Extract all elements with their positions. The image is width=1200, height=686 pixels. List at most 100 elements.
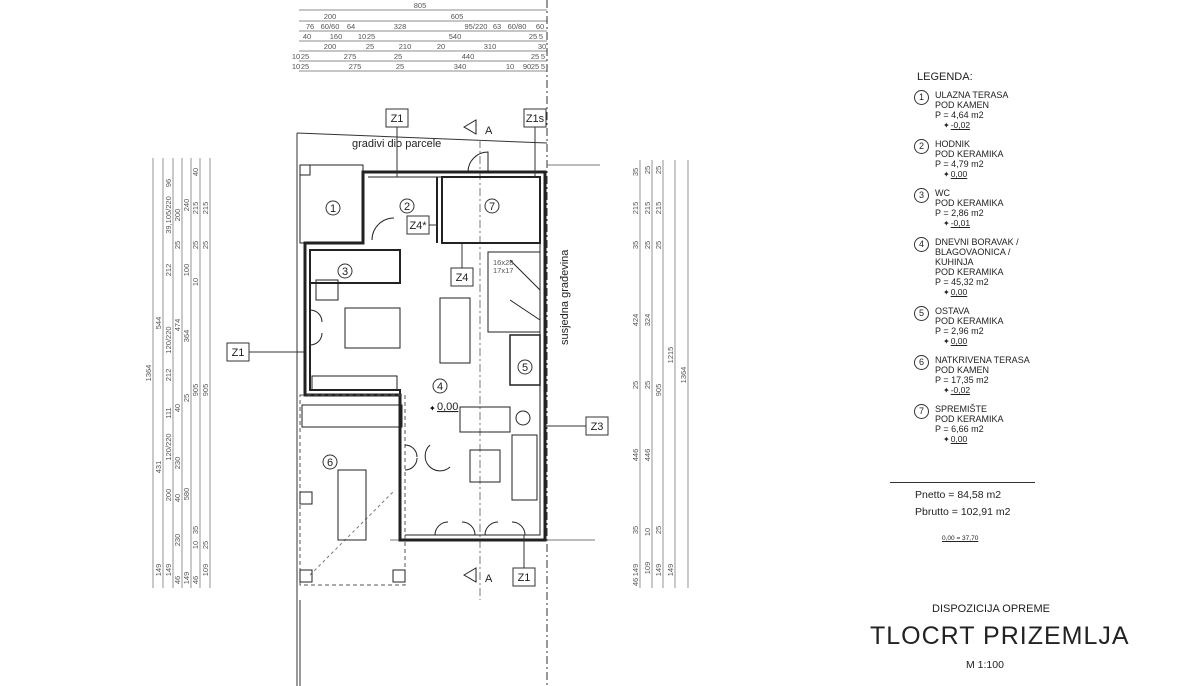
room-name: KUHINJA [935, 257, 974, 267]
dimension-label: 25 [301, 52, 309, 61]
room-number-4: 4 [432, 378, 448, 394]
room-elevation: 0,00 [943, 169, 1105, 180]
room-area: P = 2,96 m2 [935, 326, 984, 336]
section-marker-bottom: A [463, 567, 493, 585]
dimension-label: 10 [191, 541, 200, 549]
room-name: HODNIK [935, 139, 971, 149]
elevation-marker-icon: ✦ [429, 404, 436, 413]
dimension-label: 200 [324, 42, 337, 51]
room-name: NATKRIVENA TERASA [935, 355, 1030, 365]
drawing-title: TLOCRT PRIZEMLJA [870, 622, 1130, 650]
svg-text:Z4: Z4 [456, 272, 469, 284]
dimension-label: 60/60 [321, 22, 340, 31]
svg-text:Z1: Z1 [232, 347, 245, 359]
room-number-2: 2 [399, 198, 415, 214]
room-name: SPREMIŠTE [935, 404, 988, 414]
dimension-label: 120/220 [164, 433, 173, 460]
walls [299, 151, 547, 586]
dimension-label: 25 [643, 381, 652, 389]
room-area: P = 6,66 m2 [935, 424, 984, 434]
dimension-label: 20 [437, 42, 445, 51]
room-number-badge: 2 [914, 139, 929, 154]
dimension-label: 215 [654, 202, 663, 215]
dimension-label: 25 [182, 394, 191, 402]
dimension-label: 111 [164, 407, 173, 418]
dimension-label: 805 [414, 1, 427, 10]
dimension-label: 25 [643, 166, 652, 174]
room-elevation: 0,00 [943, 434, 1105, 445]
dimension-label: 149 [164, 564, 173, 577]
dimension-label: 324 [643, 314, 652, 327]
dimension-label: 340 [454, 62, 467, 71]
room-elevation: -0,02 [943, 120, 1105, 131]
dimension-label: 215 [643, 202, 652, 215]
dimension-label: 440 [462, 52, 475, 61]
dimension-label: 25 [529, 32, 537, 41]
dimension-label: 5 [539, 32, 543, 41]
dimension-label: 905 [201, 384, 210, 397]
dimension-label: 10 [292, 52, 300, 61]
floor-type: POD KERAMIKA [935, 149, 1004, 159]
dimension-label: 25 [396, 62, 404, 71]
dimension-label: 10 [358, 32, 366, 41]
dimension-label: 149 [666, 564, 675, 577]
site-lines [296, 0, 600, 686]
legend-title: LEGENDA: [917, 71, 973, 83]
svg-text:A: A [485, 125, 493, 137]
dimension-label: 109 [643, 562, 652, 575]
section-marker-top: A [463, 119, 493, 137]
dimension-label: 275 [349, 62, 362, 71]
dimension-label: 5 [541, 62, 545, 71]
dimension-label: 212 [164, 264, 173, 277]
dimension-label: 40 [173, 404, 182, 412]
dimension-label: 25 [394, 52, 402, 61]
plan-labels: gradivi dio parcele susjedna građevina 1… [352, 119, 571, 585]
dimension-label: 200 [164, 489, 173, 502]
dimension-label: 39,105/220 [164, 196, 173, 234]
dimension-label: 109 [201, 564, 210, 577]
zone-tag-z1-top: Z1 [385, 108, 409, 177]
room-elevation: -0,01 [943, 218, 1105, 229]
svg-text:1: 1 [330, 203, 336, 215]
room-number-badge: 5 [914, 306, 929, 321]
dimension-label: 1215 [666, 347, 675, 364]
dimension-label: 540 [449, 32, 462, 41]
dimension-label: 215 [191, 202, 200, 215]
dimension-label: 25 [367, 32, 375, 41]
dimension-label: 30 [538, 42, 546, 51]
dimension-label: 25 [201, 541, 210, 549]
room-number-badge: 3 [914, 188, 929, 203]
drawing-subtitle: DISPOZICIJA OPREME [932, 603, 1050, 615]
dimension-label: 215 [631, 202, 640, 215]
room-elevation: 0,00 [943, 336, 1105, 347]
room-area: P = 2,86 m2 [935, 208, 984, 218]
svg-text:3: 3 [342, 266, 348, 278]
dimension-label: 474 [173, 319, 182, 332]
dimension-label: 25 [631, 381, 640, 389]
dimension-label: 60/80 [508, 22, 527, 31]
room-area: P = 17,35 m2 [935, 375, 989, 385]
floor-type: POD KAMEN [935, 100, 990, 110]
dimension-label: 25 [643, 241, 652, 249]
floor-type: POD KERAMIKA [935, 316, 1004, 326]
zone-tag-z3: Z3 [545, 416, 609, 436]
dimension-label: 905 [191, 384, 200, 397]
dimension-label: 200 [173, 209, 182, 222]
svg-text:Z1s: Z1s [526, 113, 545, 125]
svg-text:2: 2 [404, 201, 410, 213]
room-number-6: 6 [322, 454, 338, 470]
floor-type: POD KERAMIKA [935, 267, 1004, 277]
room-name: OSTAVA [935, 306, 970, 316]
dimension-label: 580 [182, 488, 191, 501]
drawing-scale: M 1:100 [966, 659, 1004, 671]
dimension-label: 605 [451, 12, 464, 21]
room-name: BLAGOVAONICA / [935, 247, 1011, 257]
dimension-label: 25 [201, 241, 210, 249]
dimension-label: 149 [154, 564, 163, 577]
